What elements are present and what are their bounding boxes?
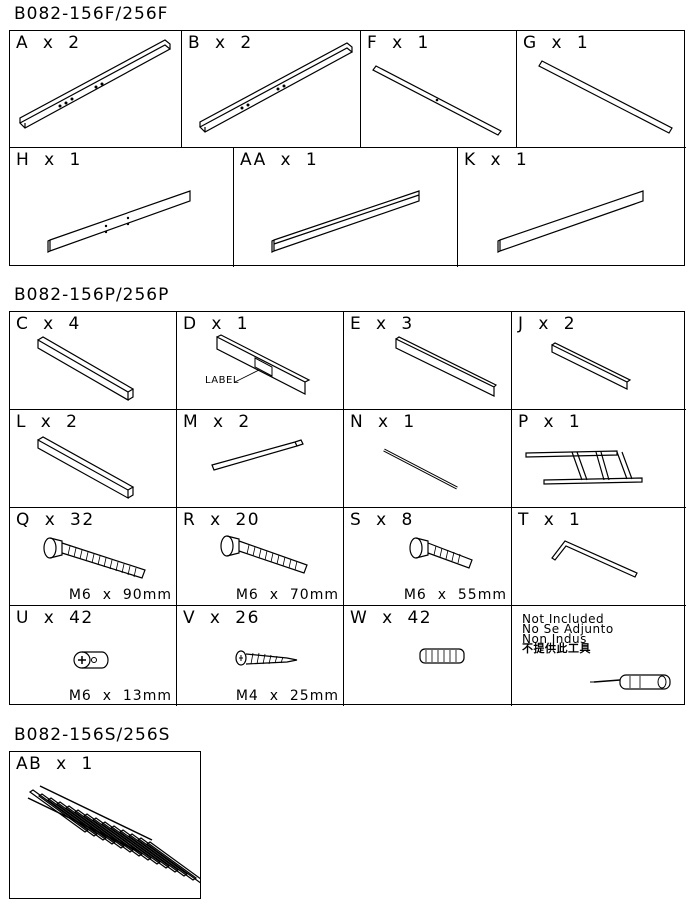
section-title-frame: B082-156F/256F	[14, 4, 169, 24]
leg-drawing	[37, 336, 135, 402]
slat	[109, 825, 171, 869]
slat-drawing	[551, 342, 632, 390]
slat-support-drawing	[216, 334, 311, 395]
part-label: S x 8	[350, 510, 414, 530]
part-label: M x 2	[183, 412, 251, 432]
part-cell-D: D x 1 LABEL	[177, 312, 344, 410]
part-cell-S: S x 8 M6 x 55mm	[344, 508, 512, 606]
leg-drawing	[37, 436, 135, 500]
frame-parts-grid: A x 2 B x 2 F x 1 G x 1 H x 1	[9, 30, 686, 267]
board-drawing	[47, 190, 191, 253]
part-size: M4 x 25mm	[235, 688, 339, 704]
part-cell-U: U x 42 M6 x 13mm	[10, 606, 177, 706]
part-label: AB x 1	[16, 754, 94, 774]
part-label: G x 1	[523, 33, 590, 53]
label-callout: LABEL	[205, 375, 239, 386]
slat-roll-drawing	[27, 785, 200, 884]
screwdriver-icon	[590, 674, 671, 690]
part-label: Q x 32	[16, 510, 95, 530]
part-cell-AA: AA x 1	[234, 148, 458, 267]
part-label: AA x 1	[240, 150, 319, 170]
slats-grid: AB x 1	[9, 751, 201, 899]
part-cell-C: C x 4	[10, 312, 177, 410]
part-size: M6 x 70mm	[235, 587, 339, 603]
part-label: F x 1	[367, 33, 430, 53]
part-cell-W: W x 42	[344, 606, 512, 706]
slat	[46, 797, 108, 841]
part-cell-G: G x 1	[517, 31, 686, 148]
part-label: B x 2	[188, 33, 253, 53]
slat	[145, 841, 200, 884]
section-title-parts: B082-156P/256P	[14, 285, 170, 305]
rail-drawing	[538, 60, 673, 134]
not-included-note: Not Included No Se Adjunto Non Indus 不提供…	[522, 612, 614, 655]
part-label: E x 3	[350, 314, 414, 334]
part-label: V x 26	[183, 608, 260, 628]
part-label: K x 1	[464, 150, 529, 170]
bolt-drawing	[43, 537, 146, 579]
part-size: M6 x 90mm	[68, 587, 172, 603]
hardware-parts-grid: C x 4 D x 1 LABEL E x 3 J x 2 L x 2	[9, 311, 686, 706]
slat	[55, 801, 117, 845]
ladder-drawing	[525, 450, 643, 485]
part-label: D x 1	[183, 314, 250, 334]
slat	[136, 837, 198, 881]
part-cell-N: N x 1	[344, 410, 512, 508]
part-cell-E: E x 3	[344, 312, 512, 410]
side-rail-drawing	[19, 39, 172, 129]
part-label: C x 4	[16, 314, 81, 334]
part-size: M6 x 55mm	[403, 587, 507, 603]
part-cell-T: T x 1	[512, 508, 686, 606]
part-cell-Q: Q x 32 M6 x 90mm	[10, 508, 177, 606]
slat	[37, 793, 99, 837]
screw-drawing	[235, 650, 298, 666]
part-cell-B: B x 2	[182, 31, 361, 148]
dowel-drawing	[419, 648, 465, 664]
allen-key-drawing	[551, 540, 638, 578]
part-cell-P: P x 1	[512, 410, 686, 508]
slat-strap	[39, 785, 153, 841]
part-label: R x 20	[183, 510, 261, 530]
part-size: M6 x 13mm	[68, 688, 172, 704]
slat	[28, 789, 90, 833]
slat	[118, 829, 180, 873]
part-cell-V: V x 26 M4 x 25mm	[177, 606, 344, 706]
part-cell-A: A x 2	[10, 31, 182, 148]
bracket-drawing	[211, 439, 304, 471]
bolt-drawing	[409, 537, 473, 569]
part-label: T x 1	[518, 510, 582, 530]
rail-drawing	[372, 65, 502, 136]
not-included-it: Non Indus	[522, 632, 587, 646]
not-included-es: No Se Adjunto	[522, 622, 614, 636]
part-cell-M: M x 2	[177, 410, 344, 508]
board-drawing	[497, 190, 644, 253]
part-label: J x 2	[518, 314, 577, 334]
rod-drawing	[383, 448, 458, 490]
part-label: W x 42	[350, 608, 433, 628]
slat-drawing	[395, 336, 498, 397]
side-rail-drawing	[199, 42, 354, 133]
part-cell-R: R x 20 M6 x 70mm	[177, 508, 344, 606]
not-included-zh: 不提供此工具	[522, 642, 591, 655]
part-cell-H: H x 1	[10, 148, 234, 267]
not-included-en: Not Included	[522, 612, 605, 626]
part-label: A x 2	[16, 33, 81, 53]
part-cell-AB: AB x 1	[10, 752, 200, 898]
part-label: H x 1	[16, 150, 82, 170]
part-label: L x 2	[16, 412, 79, 432]
barrel-nut-drawing	[73, 651, 109, 669]
section-title-slats: B082-156S/256S	[14, 725, 171, 745]
part-cell-F: F x 1	[361, 31, 517, 148]
part-label: P x 1	[518, 412, 582, 432]
part-cell-J: J x 2	[512, 312, 686, 410]
part-label: U x 42	[16, 608, 94, 628]
bolt-drawing	[220, 535, 308, 574]
board-drawing	[271, 190, 420, 253]
not-included-cell: Not Included No Se Adjunto Non Indus 不提供…	[512, 606, 686, 706]
slat-strap	[27, 797, 141, 853]
part-cell-K: K x 1	[458, 148, 686, 267]
part-label: N x 1	[350, 412, 416, 432]
slat	[127, 833, 189, 877]
part-cell-L: L x 2	[10, 410, 177, 508]
